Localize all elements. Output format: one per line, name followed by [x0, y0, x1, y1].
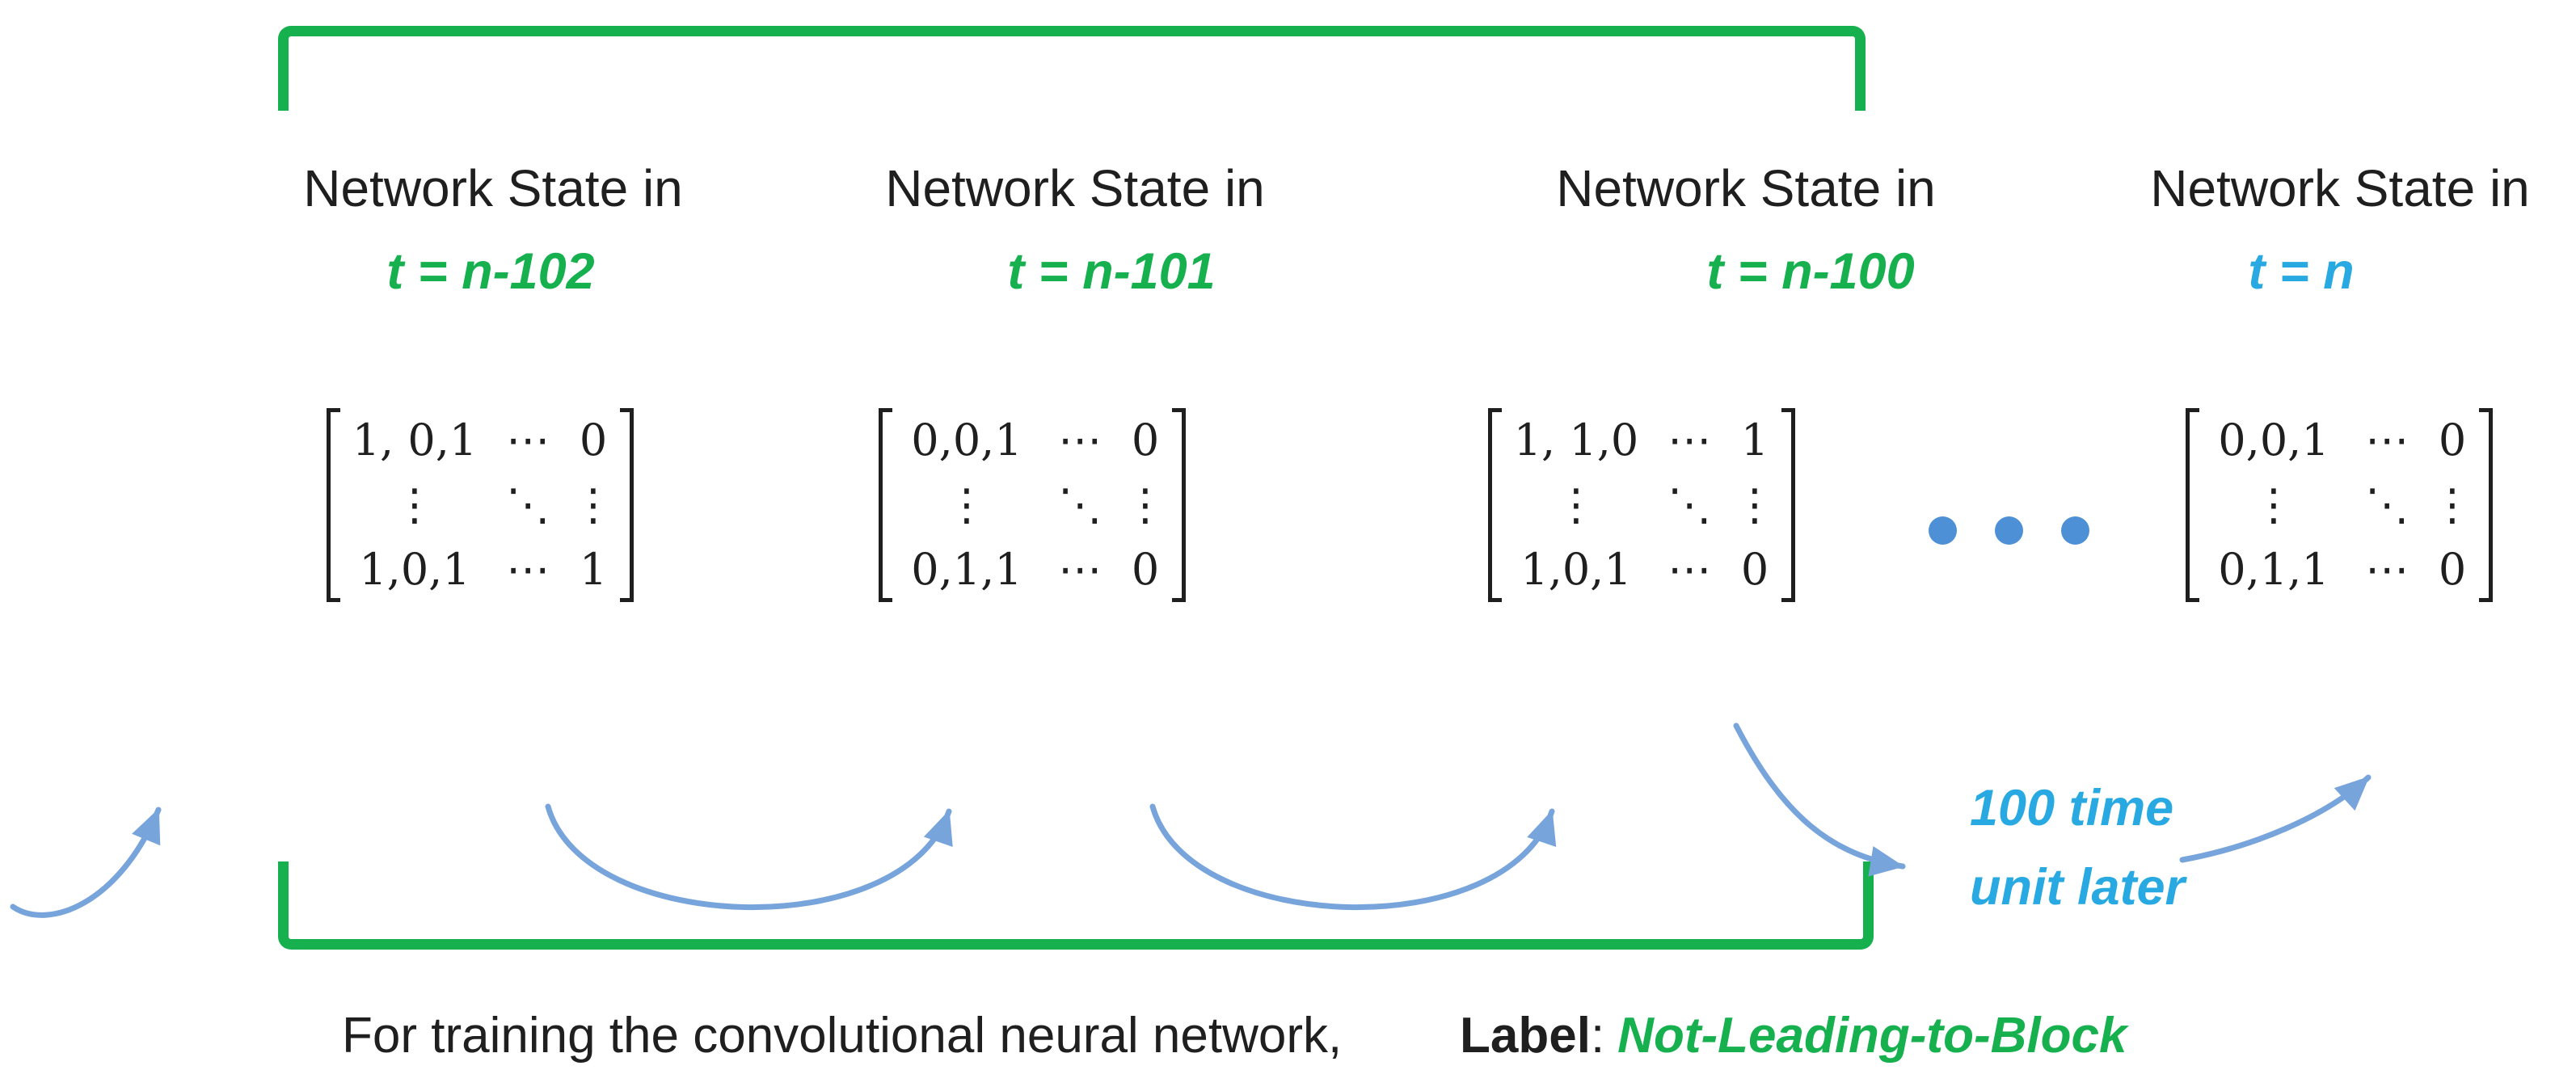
- caption-separator: :: [1590, 1008, 1605, 1064]
- matrix-cell: 1,0,1: [1520, 544, 1632, 595]
- arrow-annotation: 100 time unit later: [1970, 769, 2185, 927]
- matrix-cell: ⋮: [393, 479, 436, 530]
- matrix-cell: ⋮: [2252, 479, 2296, 530]
- time-label: t = n-101: [1007, 243, 1216, 300]
- matrix-cell: ⋯: [1667, 544, 1711, 595]
- matrix-bracket-left: [2186, 408, 2199, 602]
- matrix-cell: ⋮: [1554, 479, 1598, 530]
- time-label: t = n-102: [386, 243, 595, 300]
- matrix-cell: ⋮: [571, 479, 615, 530]
- matrix-cell: 0: [1131, 415, 1160, 465]
- matrix-grid: 0,0,1 ⋯ 0 ⋮ ⋱ ⋮ 0,1,1 ⋯ 0: [892, 408, 1172, 602]
- matrix-cell: ⋱: [1058, 479, 1102, 530]
- matrix-cell: 0: [1740, 544, 1769, 595]
- matrix-cell: 1, 0,1: [352, 415, 478, 465]
- matrix-cell: 0,0,1: [911, 415, 1022, 465]
- matrix-cell: ⋯: [1058, 544, 1102, 595]
- matrix-cell: ⋯: [2365, 544, 2409, 595]
- state-matrix: 1, 1,0 ⋯ 1 ⋮ ⋱ ⋮ 1,0,1 ⋯ 0: [1488, 408, 1795, 602]
- matrix-grid: 1, 0,1 ⋯ 0 ⋮ ⋱ ⋮ 1,0,1 ⋯ 1: [340, 408, 620, 602]
- state-matrix: 0,0,1 ⋯ 0 ⋮ ⋱ ⋮ 0,1,1 ⋯ 0: [2186, 408, 2493, 602]
- time-label: t = n: [2248, 243, 2355, 300]
- bottom-brace: [278, 861, 1874, 950]
- curved-arrow-icon: [10, 807, 162, 918]
- matrix-cell: 0: [2438, 544, 2467, 595]
- caption-text: For training the convolutional neural ne…: [342, 1008, 1343, 1064]
- matrix-cell: ⋮: [1124, 479, 1167, 530]
- matrix-bracket-left: [327, 408, 340, 602]
- matrix-cell: 1,0,1: [359, 544, 470, 595]
- column-header: Network State in: [1556, 159, 1936, 217]
- matrix-cell: 0,1,1: [911, 544, 1022, 595]
- curved-arrow-icon: [1733, 722, 1906, 877]
- dot-icon: [1995, 516, 2023, 545]
- matrix-cell: ⋱: [1667, 479, 1711, 530]
- ellipsis-dots-icon: [1929, 516, 2089, 545]
- matrix-cell: ⋯: [1667, 415, 1711, 465]
- dot-icon: [2061, 516, 2089, 545]
- caption-label-value: Not-Leading-to-Block: [1617, 1008, 2127, 1064]
- matrix-bracket-right: [1172, 408, 1186, 602]
- matrix-grid: 0,0,1 ⋯ 0 ⋮ ⋱ ⋮ 0,1,1 ⋯ 0: [2199, 408, 2479, 602]
- state-matrix: 0,0,1 ⋯ 0 ⋮ ⋱ ⋮ 0,1,1 ⋯ 0: [879, 408, 1186, 602]
- matrix-cell: ⋮: [2431, 479, 2474, 530]
- caption-label: Label:Not-Leading-to-Block: [1460, 1007, 2127, 1064]
- matrix-cell: 1, 1,0: [1513, 415, 1639, 465]
- annotation-line: 100 time: [1970, 780, 2174, 836]
- matrix-cell: ⋮: [1733, 479, 1777, 530]
- column-header: Network State in: [885, 159, 1265, 217]
- column-header: Network State in: [303, 159, 683, 217]
- time-label: t = n-100: [1706, 243, 1915, 300]
- matrix-bracket-left: [1488, 408, 1502, 602]
- matrix-cell: ⋯: [506, 544, 550, 595]
- matrix-cell: 0: [2438, 415, 2467, 465]
- matrix-cell: 0,1,1: [2218, 544, 2329, 595]
- curved-arrow-icon: [2179, 774, 2372, 863]
- matrix-bracket-right: [1781, 408, 1795, 602]
- matrix-cell: 1: [579, 544, 608, 595]
- matrix-bracket-right: [2479, 408, 2493, 602]
- matrix-cell: 0: [579, 415, 608, 465]
- matrix-cell: ⋱: [2365, 479, 2409, 530]
- matrix-cell: ⋱: [506, 479, 550, 530]
- matrix-cell: 0: [1131, 544, 1160, 595]
- top-brace: [278, 26, 1866, 111]
- caption-label-word: Label: [1460, 1008, 1591, 1064]
- matrix-cell: ⋯: [506, 415, 550, 465]
- annotation-line: unit later: [1970, 858, 2186, 916]
- matrix-cell: ⋯: [2365, 415, 2409, 465]
- column-header: Network State in: [2150, 159, 2530, 217]
- matrix-cell: 0,0,1: [2218, 415, 2329, 465]
- dot-icon: [1929, 516, 1957, 545]
- matrix-cell: 1: [1740, 415, 1769, 465]
- state-matrix: 1, 0,1 ⋯ 0 ⋮ ⋱ ⋮ 1,0,1 ⋯ 1: [327, 408, 634, 602]
- matrix-grid: 1, 1,0 ⋯ 1 ⋮ ⋱ ⋮ 1,0,1 ⋯ 0: [1502, 408, 1781, 602]
- matrix-bracket-left: [879, 408, 892, 602]
- matrix-cell: ⋮: [945, 479, 989, 530]
- matrix-bracket-right: [620, 408, 634, 602]
- matrix-cell: ⋯: [1058, 415, 1102, 465]
